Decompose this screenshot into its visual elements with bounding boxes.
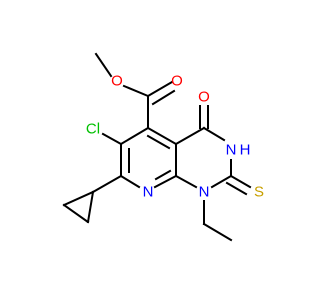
bond-c4a-c5-inner xyxy=(146,134,171,150)
bond-methyl-oxygen xyxy=(94,52,113,78)
atom-nh-hydrogen: H xyxy=(240,142,251,159)
bond-ester-carbonyl-double-b xyxy=(151,89,176,106)
atom-ring-carbonyl-oxygen: O xyxy=(198,89,210,106)
atom-thione-sulfur: S xyxy=(254,184,264,201)
bond-c4a-c4 xyxy=(174,126,206,146)
bond-c6-chlorine xyxy=(101,132,123,146)
bond-c7-n8 xyxy=(119,174,141,189)
molecule-structure: O O O N H S N N Cl xyxy=(62,52,264,242)
bond-c2-s-double-b xyxy=(225,181,248,196)
bond-oxygen-ester-carbon xyxy=(122,84,150,98)
bonds xyxy=(62,52,252,242)
bond-c4a-c5 xyxy=(146,126,178,146)
bond-cyclopropyl-c xyxy=(62,190,95,207)
bond-c4-n3 xyxy=(202,126,226,142)
atom-nh-nitrogen: N xyxy=(226,142,237,159)
bond-n8-c8a xyxy=(153,174,178,189)
bond-c2-n1 xyxy=(210,174,233,189)
atom-ester-carbonyl-oxygen: O xyxy=(171,73,183,90)
bond-c5-c6 xyxy=(119,126,150,146)
atom-chlorine: Cl xyxy=(86,121,100,138)
bond-c2-s-double-a xyxy=(229,174,252,189)
atom-ester-oxygen: O xyxy=(111,73,123,90)
bond-ethyl-ch2-ch3 xyxy=(202,222,233,242)
atom-pyridine-nitrogen: N xyxy=(143,184,154,201)
atom-labels: O O O N H S N N Cl xyxy=(86,73,264,201)
bond-ester-carbonyl-double-a xyxy=(146,80,174,98)
bond-cyclopropyl-a xyxy=(86,190,95,224)
bond-n8-c8a-inner xyxy=(154,169,172,181)
atom-ethyl-nitrogen: N xyxy=(199,184,210,201)
bond-n1-c8a xyxy=(174,174,198,189)
bond-cyclopropyl-b xyxy=(62,203,90,224)
bond-c7-cyclopropyl xyxy=(91,174,123,194)
